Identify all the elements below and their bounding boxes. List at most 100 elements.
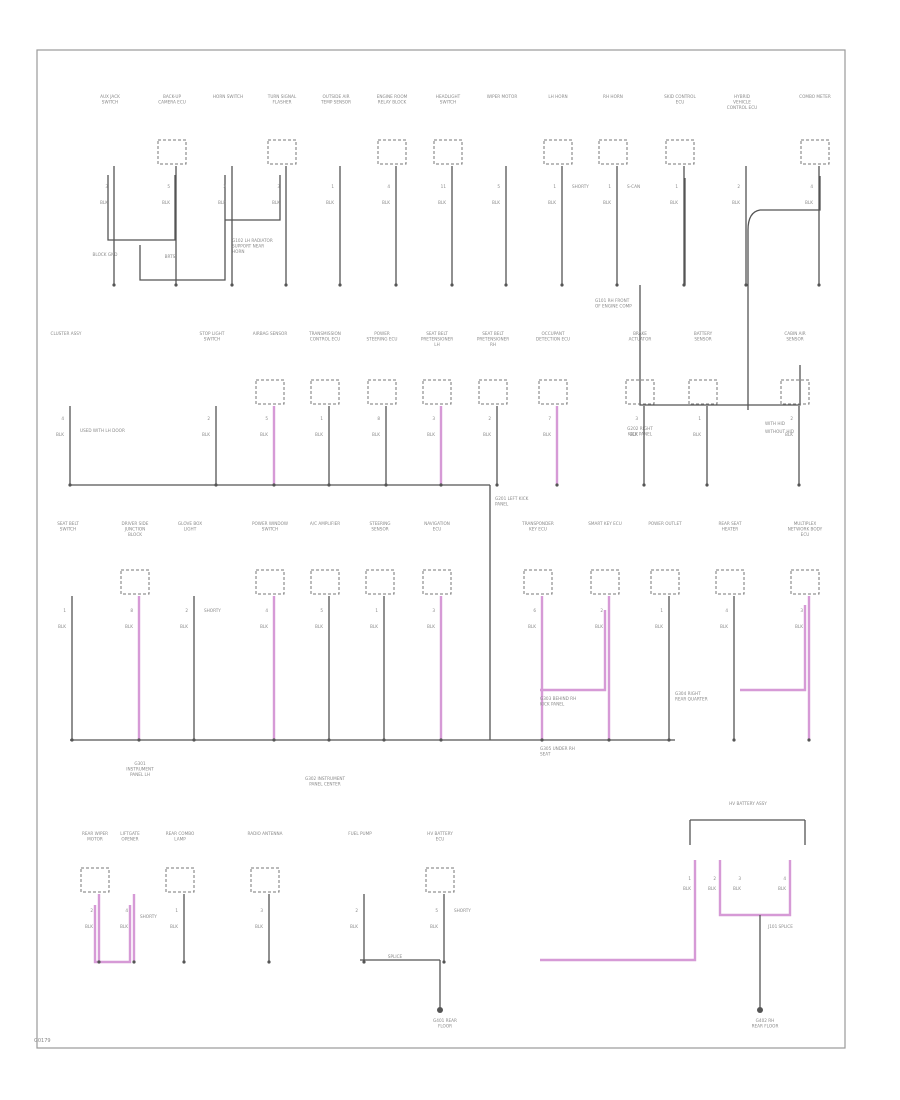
pin-number: 1 [608,184,611,189]
connector-box [250,867,280,893]
component-label: AIRBAG SENSOR [253,331,288,336]
wire-color: BLK [125,624,133,629]
ground-symbol [437,1007,443,1013]
component-label-line: DRIVER SIDE [122,521,149,526]
splice-dot [495,483,499,487]
component-label-line: ECU [801,532,810,537]
component-label-line: LIGHT [184,527,197,532]
component-label-line: CLUSTER ASSY [51,331,82,336]
pin-number: 2 [488,416,491,421]
pin-number: 4 [783,876,786,881]
row2-cluster-note: USED WITH LH DOOR [80,428,125,433]
component-label-line: KEY ECU [529,527,547,532]
row2-splice-note-line: G201 LEFT KICK [495,496,529,501]
pin-number: 1 [63,608,66,613]
wire-color: BLK [162,200,170,205]
wire-color: BLK [733,886,741,891]
connector-box [310,569,340,595]
pin-number: 1 [175,908,178,913]
pin-number: 4 [125,908,128,913]
splice-dot [192,738,196,742]
row3-right-a-note-line: G303 BEHIND RH [540,696,576,701]
row3-center-note-line: G302 INSTRUMENT [305,776,346,781]
component-label-line: SKID CONTROL [664,94,696,99]
wire-color: BLK [202,432,210,437]
pin-number: 2 [90,908,93,913]
splice-dot [284,283,288,287]
component-label-line: SWITCH [102,100,118,105]
wire-color: BLK [492,200,500,205]
component-label-line: RELAY BLOCK [378,100,407,105]
diagram-frame [36,49,846,1049]
pin-number: 1 [688,876,691,881]
wire-color: BLK [260,624,268,629]
component-label-line: REAR COMBO [166,831,195,836]
pin-number: 2 [737,184,740,189]
component-label-line: REAR SEAT [718,521,742,526]
connector-box [590,569,620,595]
connector-box [165,867,195,893]
wire-color: BLK [430,924,438,929]
splice-dot [272,483,276,487]
wire-color: BLK [720,624,728,629]
row1-left-ground-note: BLOCK GND [93,252,118,257]
component-label-line: ECU [433,527,442,532]
component-label-line: HEATER [722,527,739,532]
pin-number: 5 [265,416,268,421]
component-label: RH HORN [603,94,623,99]
connector-box [367,379,397,405]
component-label-line: LIFTGATE [120,831,140,836]
pin-number: 2 [600,608,603,613]
row1-upper-right-note-line: OF ENGINE COMP [595,304,632,309]
component-label: POWER OUTLET [648,521,682,526]
row2-legend-item: WITH HID [765,421,785,426]
pin-number: 2 [207,416,210,421]
wire-color: BLK [272,200,280,205]
component-label-line: HV BATTERY [427,831,453,836]
pin-number: 11 [441,184,447,189]
connector-box [478,379,508,405]
component-label-line: VEHICLE [733,100,751,105]
connector-box [800,139,830,165]
row3-left-note-line: INSTRUMENT [126,767,154,772]
connector-box [377,139,407,165]
connector-box [267,139,297,165]
splice-dot [97,960,101,964]
splice-dot [214,483,218,487]
pin-number: 3 [260,908,263,913]
component-label-line: TEMP SENSOR [320,100,351,105]
component-label-line: ECU [676,100,685,105]
component-label-line: AUX JACK [100,94,120,99]
component-label: WIPER MOTOR [487,94,518,99]
pin-number: 4 [387,184,390,189]
connector-box [543,139,573,165]
splice-dot [182,960,186,964]
component-label-line: HORN SWITCH [213,94,243,99]
pin-number: 8 [377,416,380,421]
wire-color: BLK [548,200,556,205]
pin-number: 6 [533,608,536,613]
pin-number: 3 [432,416,435,421]
connector-box [523,569,553,595]
wire-color: BLK [218,200,226,205]
pin-number: 5 [167,184,170,189]
component-label-line: CONTROL ECU [310,337,340,342]
pin-number: 2 [355,908,358,913]
